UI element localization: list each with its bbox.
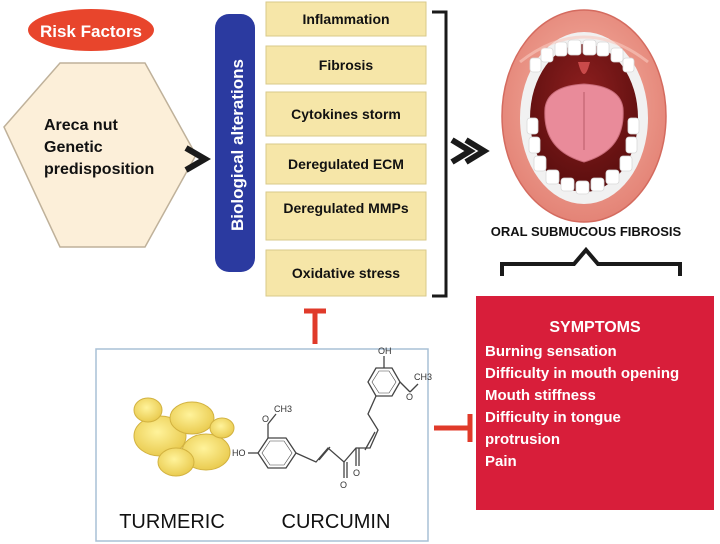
chem-label: O: [262, 414, 269, 424]
chem-label: CH3: [274, 404, 292, 414]
double-chevron-right-icon: [450, 137, 490, 165]
right-bracket: [432, 10, 448, 298]
curcumin-label: CURCUMIN: [282, 511, 391, 533]
risk-factor-predisposition: predisposition: [44, 161, 154, 178]
risk-factors-section: Risk Factors Areca nut Genetic predispos…: [3, 9, 197, 248]
alteration-item: Fibrosis: [319, 57, 374, 73]
alteration-item: Cytokines storm: [291, 106, 401, 122]
curcumin-structure: [248, 356, 419, 478]
inhibitor-icon: [304, 308, 326, 344]
chem-label: O: [406, 392, 413, 402]
symptoms-box: SYMPTOMS Burning sensation Difficulty in…: [476, 296, 714, 510]
alteration-item: Deregulated MMPs: [283, 200, 408, 216]
chevron-right-icon: [184, 145, 211, 173]
open-mouth-illustration: [501, 9, 667, 223]
alteration-item: Oxidative stress: [292, 265, 400, 281]
disease-label: ORAL SUBMUCOUS FIBROSIS: [491, 224, 682, 239]
alteration-item: Inflammation: [302, 11, 389, 27]
symptom-item: Pain: [485, 453, 517, 470]
treatment-box: TURMERIC OH O: [95, 346, 432, 542]
chem-label: HO: [232, 448, 246, 458]
risk-factors-title: Risk Factors: [40, 22, 142, 41]
biological-alterations-section: Biological alterations Inflammation Fibr…: [215, 1, 448, 298]
symptom-item: Burning sensation: [485, 343, 617, 360]
symptom-item: Mouth stiffness: [485, 387, 596, 404]
caret-bracket: [500, 246, 682, 276]
symptoms-title: SYMPTOMS: [549, 319, 641, 336]
chem-label: O: [353, 468, 360, 478]
symptom-item: Difficulty in mouth opening: [485, 365, 679, 382]
risk-factors-pill: [28, 9, 154, 51]
chem-label: O: [340, 480, 347, 490]
chem-label: OH: [378, 346, 392, 356]
chem-label: CH3: [414, 372, 432, 382]
alteration-list: Inflammation Fibrosis Cytokines storm De…: [265, 1, 427, 297]
turmeric-label: TURMERIC: [119, 511, 225, 533]
symptom-item: protrusion: [485, 431, 560, 448]
inhibitor-icon: [434, 414, 473, 442]
alteration-item: Deregulated ECM: [288, 156, 404, 172]
biological-alterations-bar: [215, 14, 255, 272]
symptom-item: Difficulty in tongue: [485, 409, 621, 426]
risk-factor-areca-nut: Areca nut: [44, 117, 118, 134]
turmeric-illustration: [133, 397, 235, 477]
risk-factor-genetic: Genetic: [44, 139, 103, 156]
biological-alterations-title: Biological alterations: [228, 59, 247, 231]
